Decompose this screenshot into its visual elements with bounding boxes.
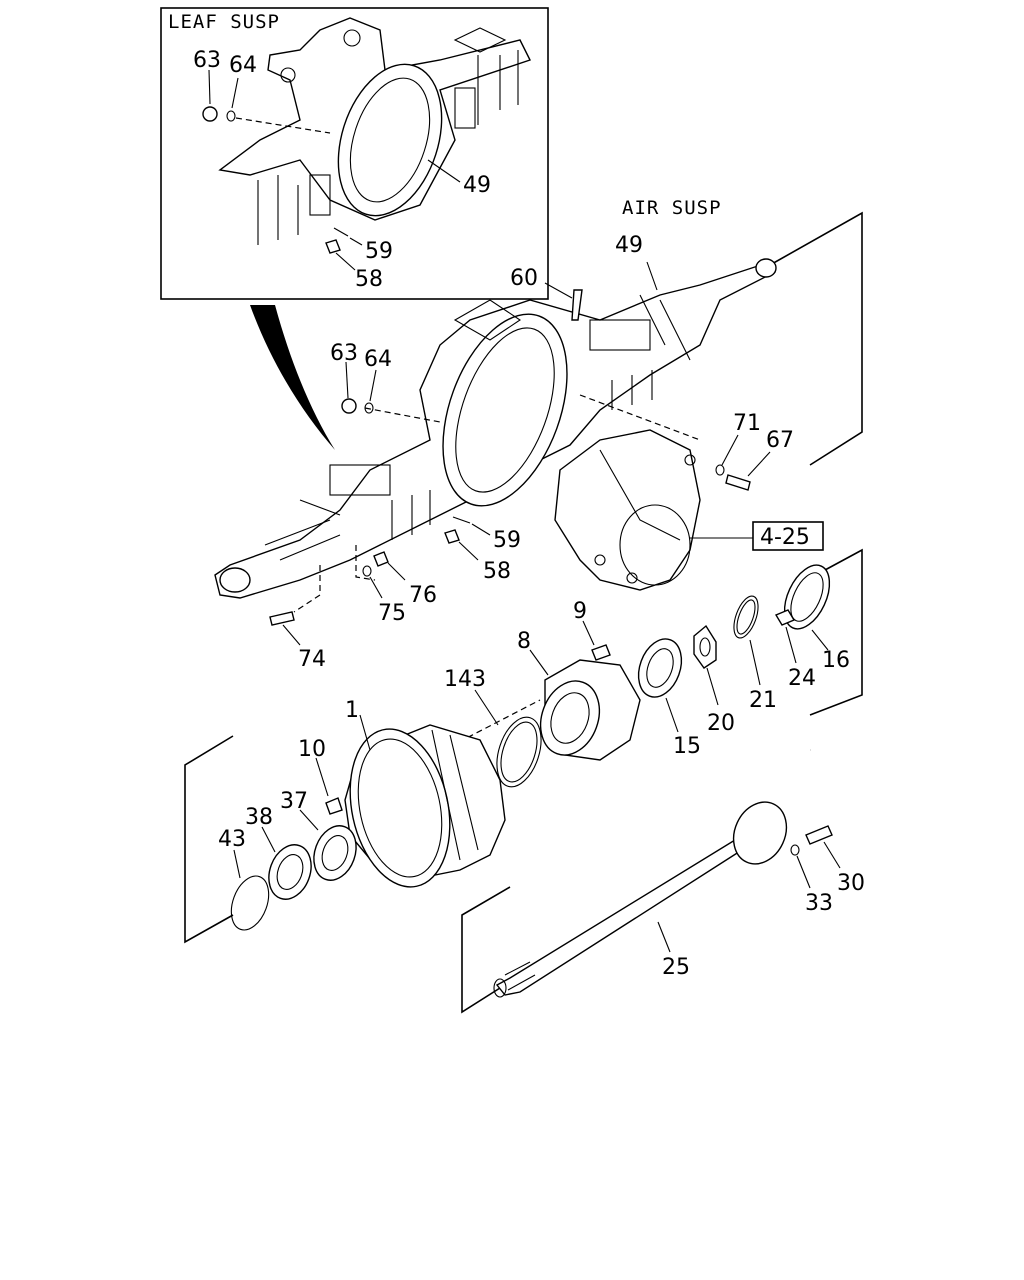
nut-58-air xyxy=(444,529,460,544)
callout-33: 33 xyxy=(805,891,833,916)
drain-plug-63-air xyxy=(341,398,357,414)
callout-16: 16 xyxy=(822,648,850,673)
air-axle-housing xyxy=(214,258,777,599)
seal-38 xyxy=(268,844,312,900)
air-susp-title: AIR SUSP xyxy=(622,197,722,219)
gasket-64 xyxy=(226,110,236,122)
bolt-74 xyxy=(269,611,295,626)
lock-nut-20 xyxy=(693,624,717,669)
callout-60: 60 xyxy=(510,266,538,291)
callout-59: 59 xyxy=(365,239,393,264)
air-susp-bracket xyxy=(769,211,863,466)
callout-58-air: 58 xyxy=(483,559,511,584)
bolt-67 xyxy=(725,474,751,491)
callout-25: 25 xyxy=(662,955,690,980)
callout-38: 38 xyxy=(245,805,273,830)
callout-67: 67 xyxy=(766,428,794,453)
callout-10: 10 xyxy=(298,737,326,762)
wheel-hub-8 xyxy=(539,659,641,761)
ref-box-label: 4-25 xyxy=(760,525,810,550)
snap-ring-43 xyxy=(230,875,270,931)
callout-63: 63 xyxy=(193,48,221,73)
lock-washer-21 xyxy=(733,595,759,639)
nut-76 xyxy=(373,551,389,567)
washer-75 xyxy=(362,565,372,577)
stud-59 xyxy=(333,227,349,237)
callout-71: 71 xyxy=(733,411,761,436)
oil-seal-16 xyxy=(783,564,831,630)
callout-1: 1 xyxy=(345,698,359,723)
callout-59-air: 59 xyxy=(493,528,521,553)
brake-drum-1 xyxy=(344,724,506,888)
inset-frame xyxy=(160,7,549,300)
axle-shaft-bracket xyxy=(461,886,511,1014)
callout-15: 15 xyxy=(673,734,701,759)
leaf-axle-housing xyxy=(218,17,531,245)
differential-carrier xyxy=(554,429,701,591)
callout-49-air: 49 xyxy=(615,233,643,258)
callout-9: 9 xyxy=(573,599,587,624)
callout-30: 30 xyxy=(837,871,865,896)
callout-37: 37 xyxy=(280,789,308,814)
ref-box-4-25 xyxy=(752,521,824,551)
outer-parts-bracket xyxy=(184,735,234,944)
hub-bolt-9 xyxy=(591,644,611,661)
o-ring-143 xyxy=(496,716,542,788)
callout-75: 75 xyxy=(378,601,406,626)
nut-58 xyxy=(325,239,341,254)
hub-nut-10 xyxy=(325,797,343,815)
leaf-susp-title: LEAF SUSP xyxy=(168,11,280,33)
washer-71 xyxy=(715,464,725,476)
drain-plug-63 xyxy=(202,106,218,122)
callout-43: 43 xyxy=(218,827,246,852)
hub-parts-bracket xyxy=(809,548,863,716)
bearing-15 xyxy=(637,638,683,698)
callout-63-air: 63 xyxy=(330,341,358,366)
callout-58: 58 xyxy=(355,267,383,292)
callout-8: 8 xyxy=(517,629,531,654)
axle-shaft-25 xyxy=(493,801,788,998)
breather-60 xyxy=(571,289,583,321)
callout-143: 143 xyxy=(444,667,486,692)
screw-24 xyxy=(774,609,796,626)
callout-49: 49 xyxy=(463,173,491,198)
axle-bolt-30 xyxy=(805,825,833,845)
callout-74: 74 xyxy=(298,647,326,672)
lock-washer-33 xyxy=(790,844,800,856)
stud-59-air xyxy=(452,516,471,524)
gasket-64-air xyxy=(364,402,374,414)
callout-21: 21 xyxy=(749,688,777,713)
callout-64-air: 64 xyxy=(364,347,392,372)
leaf-susp-inset: LEAF SUSP 63 64 49 59 58 xyxy=(160,7,549,300)
callout-64: 64 xyxy=(229,53,257,78)
callout-76: 76 xyxy=(409,583,437,608)
callout-20: 20 xyxy=(707,711,735,736)
inset-pointer-arrow xyxy=(250,305,335,450)
callout-24: 24 xyxy=(788,666,816,691)
